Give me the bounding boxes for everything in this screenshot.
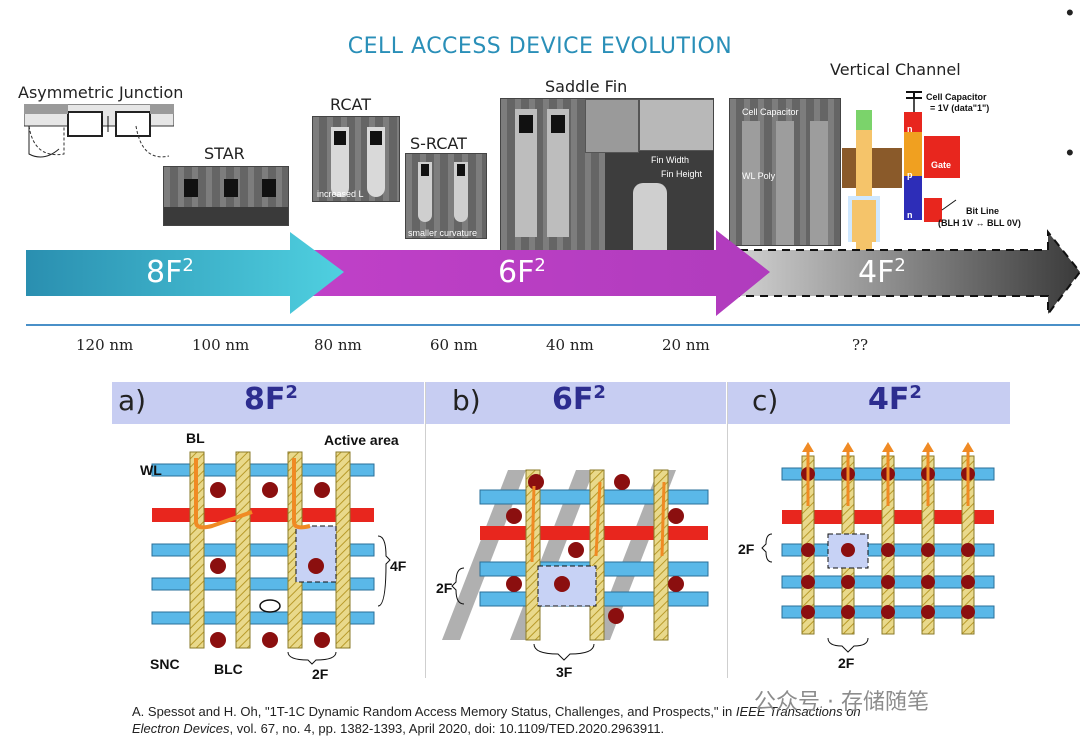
srcat-annotation: smaller curvature (408, 228, 478, 238)
node-label: ?? (852, 336, 869, 354)
panel-b-dim-3f: 3F (556, 664, 573, 680)
arrow-6f2 (300, 230, 770, 316)
panel-b-dim-2f: 2F (436, 580, 453, 596)
storage-node-contact (210, 482, 226, 498)
saddle-fin-micrograph: Fin Width Fin Height (500, 98, 714, 252)
citation: A. Spessot and H. Oh, "1T-1C Dynamic Ran… (132, 704, 861, 736)
fin-height-label: Fin Height (661, 169, 703, 179)
word-line (152, 508, 374, 522)
bit-line (335, 451, 351, 649)
cell-capacitor-photo-label: Cell Capacitor (742, 107, 799, 117)
slide-title: CELL ACCESS DEVICE EVOLUTION (347, 34, 733, 59)
vertical-channel-micrograph: Cell Capacitor WL Poly (729, 98, 841, 246)
arrow-label-8f2: 8F2 (146, 255, 194, 290)
arrow-8f2 (739, 229, 1080, 317)
storage-node-contact (314, 632, 330, 648)
vertical-channel-schematic (904, 91, 960, 222)
bit-line (235, 451, 251, 649)
panel-divider (425, 382, 426, 678)
rcat-annotation: increased L (317, 189, 364, 199)
panel-a-header (112, 382, 424, 424)
word-line (151, 611, 375, 625)
panel-a-dim-4f: 4F (390, 558, 407, 574)
panel-a-title: 8F2 (244, 382, 298, 417)
vc-n-top-label: n (907, 124, 913, 134)
wl-poly-label: WL Poly (742, 171, 776, 181)
vc-cell-capacitor-label: Cell Capacitor (926, 92, 987, 102)
storage-node-contact (210, 558, 226, 574)
stage-label-srcat: S-RCAT (410, 134, 467, 153)
vc-cell-capacitor-value: = 1V (data"1") (930, 103, 990, 113)
blc-label: BLC (214, 661, 243, 677)
timeline-axis (26, 324, 1080, 326)
storage-node-contact (262, 482, 278, 498)
arrow-4f2 (26, 232, 344, 314)
bullet-mark: • (1066, 140, 1074, 165)
node-label: 20 nm (662, 336, 710, 354)
panel-a-dim-2f: 2F (312, 666, 329, 682)
panel-b-letter: b) (452, 384, 481, 417)
node-label: 40 nm (546, 336, 594, 354)
word-line (151, 463, 375, 477)
node-label: 120 nm (76, 336, 134, 354)
vc-p-label: p (907, 170, 913, 180)
panel-a-letter: a) (118, 384, 147, 417)
panel-c-dim-2f-vertical: 2F (738, 541, 755, 557)
panel-c-letter: c) (752, 384, 779, 417)
bit-line (189, 451, 205, 649)
vc-gate-label: Gate (931, 160, 952, 170)
panel-c-dim-2f-horizontal: 2F (838, 655, 855, 671)
asymmetric-junction-sketch (24, 104, 174, 158)
stage-label-star: STAR (204, 144, 245, 163)
storage-node-contact (210, 632, 226, 648)
stage-label-saddle: Saddle Fin (545, 77, 628, 96)
active-area-label: Active area (324, 432, 399, 448)
evolution-arrows (26, 229, 1080, 317)
arrow-label-6f2: 6F2 (498, 255, 546, 290)
storage-node-contact (308, 558, 324, 574)
watermark: 公众号 · 存储随笔 (754, 690, 929, 715)
srcat-micrograph: smaller curvature (405, 153, 487, 239)
rcat-micrograph: increased L (312, 116, 400, 202)
node-label: 60 nm (430, 336, 478, 354)
storage-node-contact (314, 482, 330, 498)
star-micrograph (163, 166, 289, 226)
panel-c-layout (761, 442, 995, 653)
stage-label-vertical: Vertical Channel (830, 60, 961, 79)
vc-bitline-label: Bit Line (966, 206, 999, 216)
snc-label: SNC (150, 656, 180, 672)
stage-label-rcat: RCAT (330, 95, 371, 114)
bl-label: BL (186, 430, 205, 446)
panel-c-header (728, 382, 1010, 424)
node-label: 100 nm (192, 336, 250, 354)
bullet-mark: • (1066, 0, 1074, 25)
node-label: 80 nm (314, 336, 362, 354)
panel-c-title: 4F2 (868, 382, 922, 417)
arrow-label-4f2: 4F2 (858, 255, 906, 290)
vc-bitline-value: (BLH 1V ↔ BLL 0V) (938, 218, 1021, 228)
storage-node-contact (262, 632, 278, 648)
wl-label: WL (140, 462, 162, 478)
panel-b-header (426, 382, 726, 424)
panel-divider (727, 382, 728, 678)
panel-b-layout (442, 469, 709, 661)
panel-b-title: 6F2 (552, 382, 606, 417)
fin-width-label: Fin Width (651, 155, 690, 165)
vc-n-bottom-label: n (907, 210, 913, 220)
stage-label-asymmetric: Asymmetric Junction (18, 83, 184, 102)
panel-a-layout (151, 451, 391, 665)
vertical-channel-cross-section (842, 110, 902, 250)
